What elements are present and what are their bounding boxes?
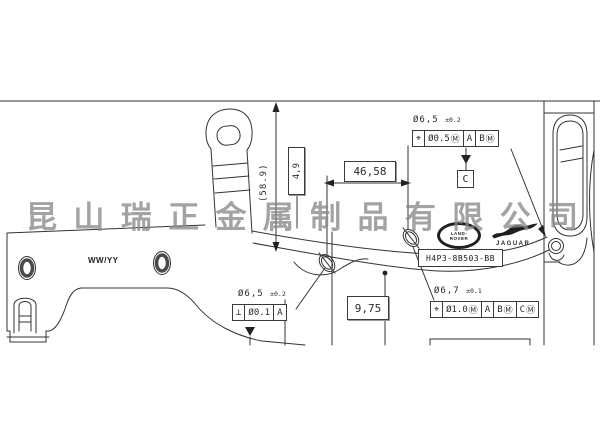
size-tolerance: ±0.1 — [466, 287, 482, 295]
fcf-tolerance-value: Ø0.1 — [245, 305, 275, 320]
size-tolerance: ±0.2 — [270, 290, 286, 298]
leader-bottom-right-fcf — [412, 246, 435, 301]
datum-triangle-icon — [245, 327, 255, 336]
fcf-bottom-left: ⊥ Ø0.1 A — [232, 304, 287, 321]
end-grommet — [543, 238, 565, 263]
ext-dot — [382, 270, 388, 276]
size-value: Ø6,5 — [238, 289, 264, 299]
mounting-hole-left — [18, 256, 36, 280]
fcf-value: B — [479, 133, 485, 144]
leader-arrow-grommet — [538, 225, 546, 237]
land-rover-logo-icon: LAND- ROVER — [437, 222, 481, 249]
fcf-symbol-perpendicularity: ⊥ — [233, 305, 246, 320]
dim-58-9-arrow-top — [272, 102, 280, 112]
size-label-top-right: Ø6,5 ±0.2 — [413, 115, 461, 125]
side-view-profile-lines — [557, 145, 595, 266]
size-value: Ø6,7 — [434, 286, 460, 296]
fcf-datum-a: A — [464, 131, 477, 146]
fcf-symbol-position: ⌖ — [431, 302, 444, 317]
dim-58-9-arrow-bottom — [272, 242, 280, 252]
part-number-box: H4P3-8B503-BB — [418, 249, 503, 267]
leader-to-grommet — [510, 148, 545, 233]
bracket-strip-wave-line — [293, 258, 369, 276]
fcf-value: C — [519, 304, 526, 315]
material-modifier-icon: Ⓜ — [485, 135, 495, 145]
size-value: Ø6,5 — [413, 115, 439, 125]
side-view-slot-inner — [556, 120, 584, 231]
foot-slot — [6, 297, 50, 338]
material-modifier-icon: Ⓜ — [450, 135, 460, 145]
dim-hole-spacing: 46,58 — [353, 165, 387, 178]
jaguar-logo-text: JAGUAR — [496, 241, 531, 247]
arm-bend-lines — [212, 162, 251, 194]
dim-hole-offset-box: 9,75 — [347, 296, 389, 320]
side-view-slot-outer — [552, 114, 588, 237]
dim-overall-height: (58.9) — [259, 163, 269, 202]
dim-flange-offset-box: 4,9 — [288, 147, 305, 195]
datum-hole-right — [402, 227, 420, 249]
land-rover-text: ROVER — [449, 235, 469, 241]
fcf-value: Ø1.0 — [446, 304, 468, 315]
material-modifier-icon: Ⓜ — [468, 306, 478, 316]
datum-triangle-icon — [461, 155, 471, 164]
material-modifier-icon: Ⓜ — [503, 306, 513, 316]
dim-46-58-arrow-right — [401, 179, 411, 187]
bracket-body-outline — [6, 224, 306, 346]
leader-bottom-left-fcf — [295, 267, 326, 310]
bracket-strip-bottom-edge — [252, 242, 550, 272]
mounting-hole-middle — [153, 251, 171, 275]
material-modifier-icon: Ⓜ — [526, 306, 536, 316]
bracket-arm-outline — [205, 108, 253, 234]
arm-eye-hole — [216, 125, 241, 146]
dim-46-58-arrow-left — [324, 179, 334, 187]
size-label-bottom-right: Ø6,7 ±0.1 — [434, 286, 482, 296]
jaguar-leaper-icon — [492, 223, 538, 239]
size-label-bottom-left: Ø6,5 ±0.2 — [238, 289, 286, 299]
dim-hole-offset: 9,75 — [354, 301, 382, 315]
dim-flange-offset: 4,9 — [291, 162, 302, 180]
dim-hole-spacing-box: 46,58 — [344, 161, 396, 182]
datum-c-box: C — [457, 170, 474, 188]
size-tolerance: ±0.2 — [445, 116, 461, 124]
fcf-datum-a: A — [482, 302, 495, 317]
date-stamp-marking: WW/YY — [88, 256, 119, 265]
fcf-value: Ø0.5 — [428, 133, 450, 144]
cutoff-box-fragment — [429, 338, 531, 346]
fcf-symbol-position: ⌖ — [413, 131, 426, 146]
land-rover-text: LAND- — [450, 230, 468, 236]
fcf-datum-a: A — [277, 307, 283, 318]
fcf-value: B — [497, 304, 503, 315]
